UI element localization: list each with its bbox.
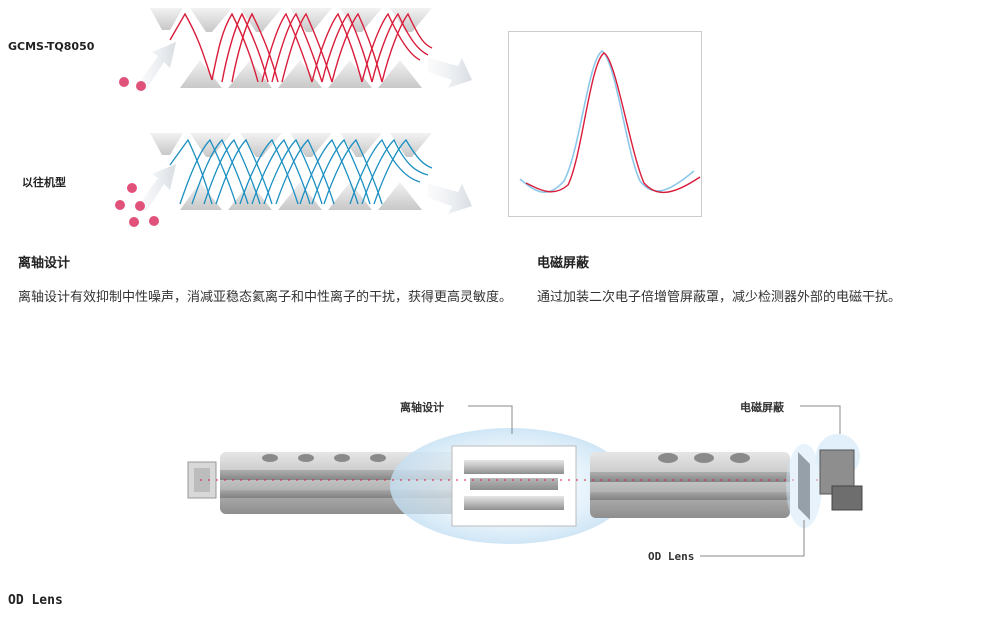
red-peak-curve: [525, 52, 701, 194]
callout-shield: 电磁屏蔽: [740, 401, 784, 414]
section-title-odlens: OD Lens: [8, 593, 63, 608]
callout-line-offaxis: [468, 405, 513, 434]
ion-particle: [136, 81, 146, 91]
old-model-lens-lower: [180, 182, 422, 210]
entry-arrow-new: [138, 42, 176, 90]
feature-desc-shield: 通过加装二次电子倍增管屏蔽罩，减少检测器外部的电磁干扰。: [537, 290, 902, 305]
peak-comparison-plot: [508, 31, 702, 217]
exit-arrow-old: [428, 184, 472, 214]
feature-desc-offaxis: 离轴设计有效抑制中性噪声，消减亚稳态氦离子和中性离子的干扰，获得更高灵敏度。: [18, 290, 513, 305]
callout-offaxis: 离轴设计: [400, 401, 444, 414]
detector-block: [819, 449, 863, 511]
callout-line-odlens: [700, 520, 805, 557]
blue-ion-trajectories: [169, 138, 433, 205]
ion-particle: [127, 183, 137, 193]
ion-particle: [135, 201, 145, 211]
blue-peak-curve: [519, 50, 695, 193]
ion-particle: [149, 216, 159, 226]
right-rod-assembly: [590, 452, 790, 518]
quadrupole-diagram: [187, 405, 863, 557]
model-old-label: 以往机型: [22, 176, 66, 189]
feature-title-offaxis: 离轴设计: [18, 256, 71, 271]
od-lens-highlight: [786, 444, 822, 528]
ion-trajectory-illustration: [115, 8, 472, 227]
red-ion-trajectories: [169, 12, 433, 83]
ion-particle: [129, 217, 139, 227]
plot-frame: [508, 31, 702, 217]
ion-particle: [115, 200, 125, 210]
old-model-lens-upper: [150, 133, 432, 157]
offaxis-lens: [451, 445, 577, 527]
feature-title-shield: 电磁屏蔽: [537, 256, 590, 271]
callout-odlens: OD Lens: [648, 550, 695, 563]
ion-particle: [119, 77, 129, 87]
entry-arrow-old: [138, 164, 176, 212]
exit-arrow-new: [428, 58, 472, 88]
model-new-label: GCMS-TQ8050: [8, 40, 95, 53]
callout-line-shield: [800, 405, 841, 434]
new-model-lens-lower: [180, 60, 422, 88]
